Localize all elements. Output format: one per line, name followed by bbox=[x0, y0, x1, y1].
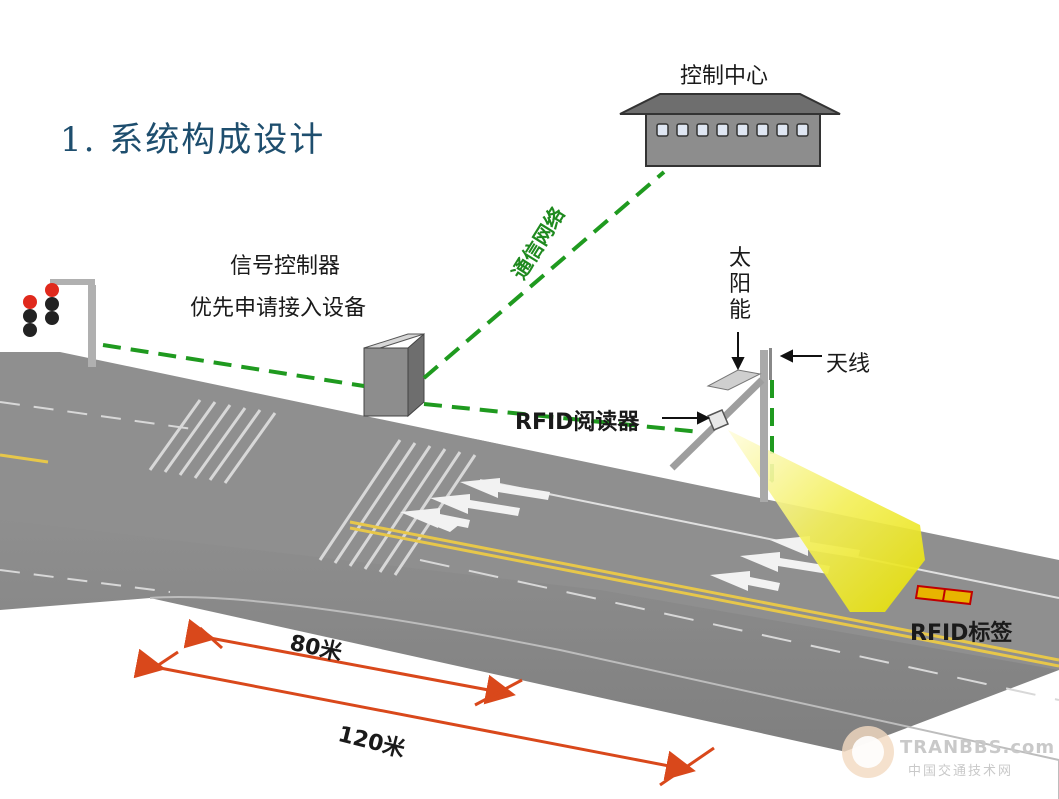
lane-markings bbox=[0, 401, 1059, 701]
signal-controller-label: 信号控制器 bbox=[230, 254, 341, 279]
watermark-subtitle: 中国交通技术网 bbox=[908, 764, 1014, 779]
watermark-site: TRANBBS.com bbox=[900, 737, 1056, 758]
rfid-reader-label: RFID阅读器 bbox=[515, 410, 640, 435]
control-center-building bbox=[619, 93, 841, 167]
pointer-arrows bbox=[662, 332, 822, 425]
rfid-beam bbox=[728, 430, 925, 612]
priority-device-label: 优先申请接入设备 bbox=[190, 296, 367, 321]
rfid-tag bbox=[914, 584, 974, 606]
control-center-label: 控制中心 bbox=[680, 64, 769, 89]
watermark-logo bbox=[842, 726, 894, 778]
rfid-tag-label: RFID标签 bbox=[910, 621, 1013, 646]
traffic-signal bbox=[23, 279, 96, 367]
page-title: 1. 系统构成设计 bbox=[60, 120, 326, 160]
solar-label: 太阳能 bbox=[728, 246, 751, 323]
crosswalk bbox=[148, 399, 477, 576]
controller-cabinet bbox=[363, 332, 425, 418]
distance-120m bbox=[133, 648, 715, 787]
antenna-label: 天线 bbox=[826, 352, 871, 377]
rfid-reader-device bbox=[707, 409, 729, 431]
